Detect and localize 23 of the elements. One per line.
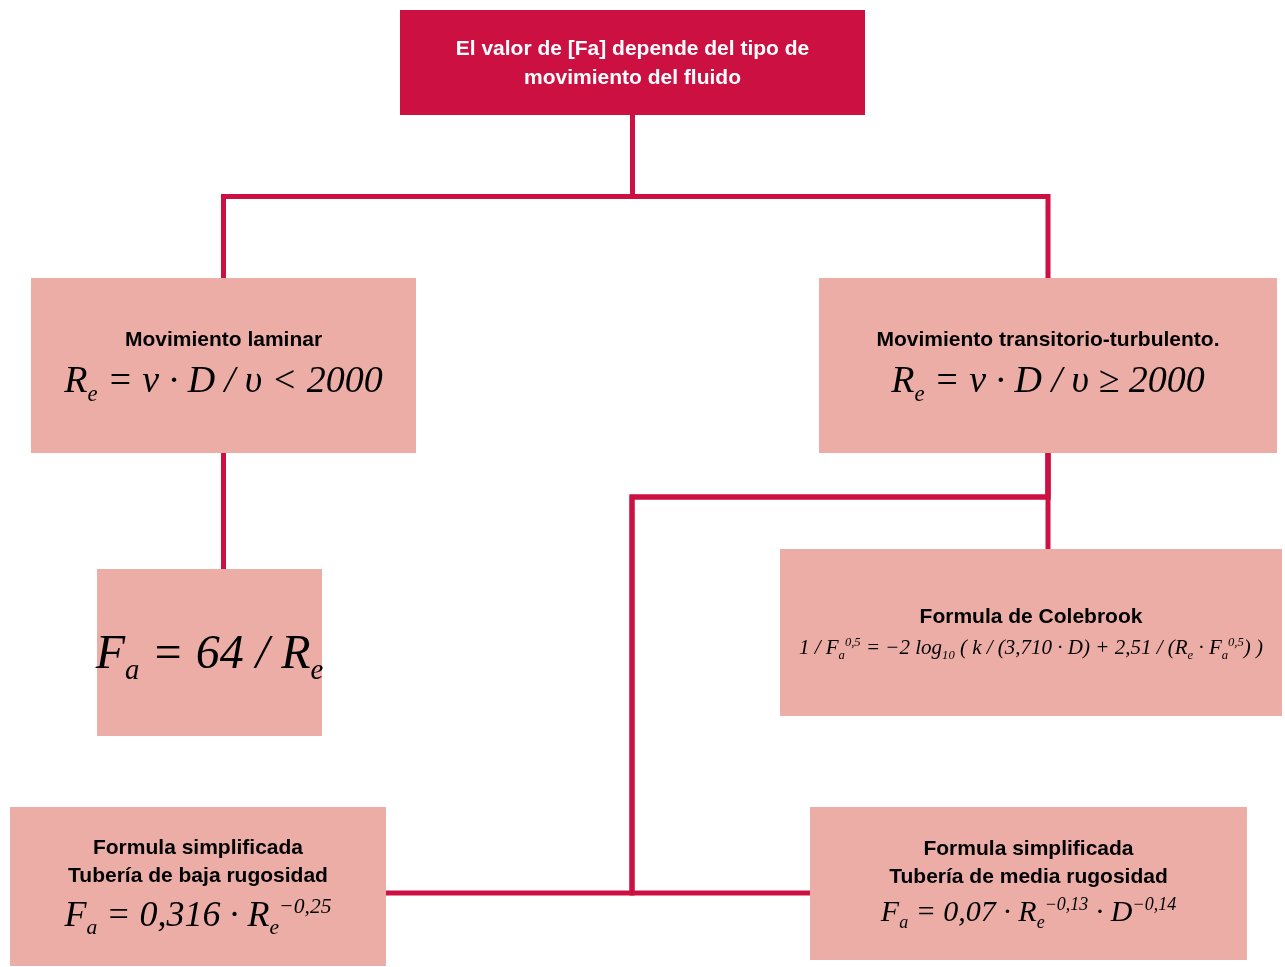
- formula-box: [819, 278, 1277, 453]
- formula: R$_{e}$ = v · D / υ < 2000: [64, 356, 383, 407]
- formula-box: [31, 278, 416, 453]
- formula-box: [97, 569, 322, 736]
- formula-box: [780, 549, 1282, 716]
- connector-line: [630, 115, 1051, 278]
- heading-text: Movimiento transitorio-turbulento.: [876, 325, 1220, 352]
- formula: F$_{a}$ = 0,07 · R$_{e}$$^{−0,13}$ · D$^{−0,14}$: [880, 894, 1177, 934]
- heading-text: Movimiento laminar: [124, 325, 323, 352]
- heading-text: El valor de [Fa] depende del tipo de movimiento del fluido: [454, 35, 811, 90]
- formula: 1 / F$_{a}$$^{0,5}$ = −2 log$_{10}$ ( k / (3,710 · D) + 2,51 / (R$_{e}$ · F$_{a}$$^{0,5}$) ): [798, 634, 1264, 663]
- connector-line: [221, 453, 226, 569]
- formula: R$_{e}$ = v · D / υ ≥ 2000: [891, 356, 1205, 407]
- heading-text: Tubería de baja rugosidad: [68, 861, 328, 888]
- title-box: [400, 10, 865, 115]
- formula-box: [10, 807, 386, 966]
- formula: F$_{a}$ = 64 / R$_{e}$: [95, 623, 324, 686]
- heading-text: Formula simplificada: [923, 834, 1134, 861]
- heading-text: Tubería de media rugosidad: [889, 863, 1168, 889]
- heading-text: Formula de Colebrook: [919, 603, 1143, 630]
- connector-line: [629, 453, 1051, 896]
- formula-box: [810, 807, 1247, 960]
- heading-text: Formula simplificada: [92, 833, 304, 860]
